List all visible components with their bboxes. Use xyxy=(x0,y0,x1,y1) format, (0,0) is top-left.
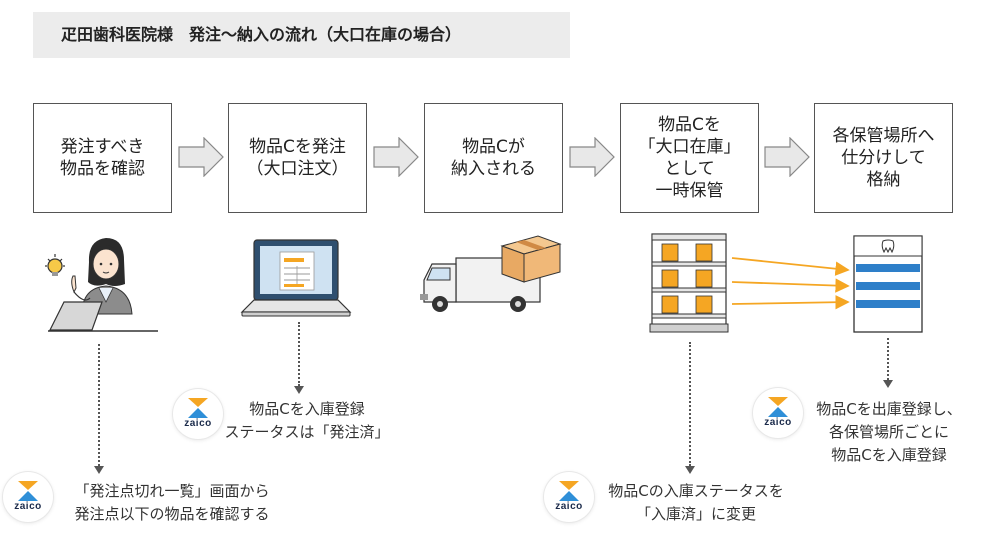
zaico-wordmark: zaico xyxy=(184,418,212,429)
zaico-mark-icon xyxy=(559,481,579,501)
connector-line xyxy=(298,322,300,386)
note-1: 「発注点切れ一覧」画面から 発注点以下の物品を確認する xyxy=(57,480,287,526)
zaico-logo: zaico xyxy=(544,472,594,522)
zaico-wordmark: zaico xyxy=(555,501,583,512)
zaico-wordmark: zaico xyxy=(14,501,42,512)
step-4-box: 物品Cを 「大口在庫」 として 一時保管 xyxy=(620,103,759,213)
zaico-logo: zaico xyxy=(753,388,803,438)
note-3: 物品Cの入庫ステータスを 「入庫済」に変更 xyxy=(596,480,796,526)
step-1-box: 発注すべき 物品を確認 xyxy=(33,103,172,213)
note-4-line-2: 各保管場所ごとに xyxy=(828,423,949,441)
connector-line xyxy=(98,344,100,466)
distribution-arrows xyxy=(731,257,850,310)
person-laptop-icon xyxy=(45,238,158,332)
step-3-label: 物品Cが 納入される xyxy=(451,137,536,179)
delivery-truck-icon xyxy=(420,235,562,312)
right-arrow-icon xyxy=(178,137,224,177)
arrow-head-icon xyxy=(883,380,893,388)
note-4-line-3: 物品Cを入庫登録 xyxy=(831,446,947,464)
page-title: 疋田歯科医院様 発注〜納入の流れ（大口在庫の場合） xyxy=(61,25,462,44)
connector-line xyxy=(887,338,889,380)
arrow-head-icon xyxy=(685,466,695,474)
step-2-box: 物品Cを発注 （大口注文） xyxy=(228,103,367,213)
zaico-mark-icon xyxy=(188,398,208,418)
note-1-line-1: 「発注点切れ一覧」画面から xyxy=(74,482,270,500)
right-arrow-icon xyxy=(373,137,419,177)
step-3-box: 物品Cが 納入される xyxy=(424,103,563,213)
connector-line xyxy=(689,342,691,466)
note-2: 物品Cを入庫登録 ステータスは「発注済」 xyxy=(222,398,392,444)
title-bar: 疋田歯科医院様 発注〜納入の流れ（大口在庫の場合） xyxy=(33,12,570,58)
zaico-logo: zaico xyxy=(173,389,223,439)
step-4-label: 物品Cを 「大口在庫」 として 一時保管 xyxy=(638,115,741,201)
arrow-head-icon xyxy=(294,386,304,394)
dental-cabinet-icon xyxy=(853,235,923,333)
step-5-label: 各保管場所へ 仕分けして 格納 xyxy=(832,126,935,190)
right-arrow-icon xyxy=(764,137,810,177)
zaico-mark-icon xyxy=(768,397,788,417)
step-2-label: 物品Cを発注 （大口注文） xyxy=(246,137,349,179)
right-arrow-icon xyxy=(569,137,615,177)
zaico-logo: zaico xyxy=(3,472,53,522)
arrow-head-icon xyxy=(94,466,104,474)
zaico-mark-icon xyxy=(18,481,38,501)
note-1-line-2: 発注点以下の物品を確認する xyxy=(74,505,270,523)
note-4-line-1: 物品Cを出庫登録し、 xyxy=(816,400,962,418)
note-3-line-1: 物品Cの入庫ステータスを xyxy=(608,482,784,500)
zaico-wordmark: zaico xyxy=(764,417,792,428)
note-2-line-1: 物品Cを入庫登録 xyxy=(249,400,365,418)
note-4: 物品Cを出庫登録し、 各保管場所ごとに 物品Cを入庫登録 xyxy=(804,398,974,467)
laptop-order-icon xyxy=(240,239,352,317)
note-3-line-2: 「入庫済」に変更 xyxy=(635,505,756,523)
step-1-label: 発注すべき 物品を確認 xyxy=(60,137,145,179)
storage-shelf-icon xyxy=(649,233,729,333)
step-5-box: 各保管場所へ 仕分けして 格納 xyxy=(814,103,953,213)
note-2-line-2: ステータスは「発注済」 xyxy=(224,423,390,441)
